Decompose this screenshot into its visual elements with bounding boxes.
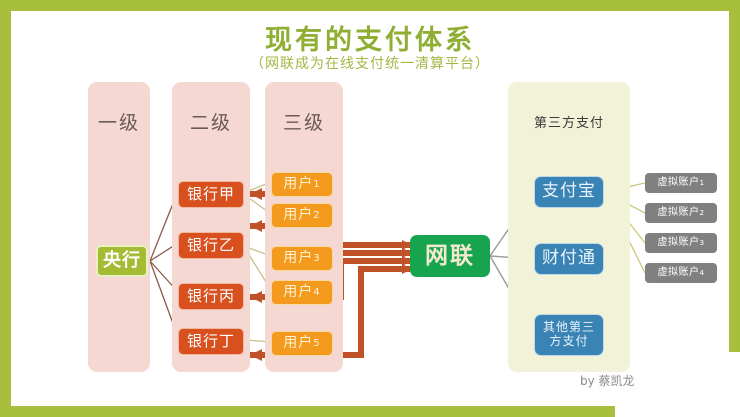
node-virtual-account-4-label: 虚拟账户 bbox=[657, 267, 700, 279]
node-alipay[interactable]: 支付宝 bbox=[534, 176, 604, 208]
node-bank-yi[interactable]: 银行乙 bbox=[178, 232, 244, 259]
node-other-third-party-label: 其他第三方支付 bbox=[542, 320, 595, 348]
node-virtual-account-2-index: 2 bbox=[699, 207, 705, 217]
node-central-bank-label: 央行 bbox=[103, 249, 141, 271]
node-bank-ding[interactable]: 银行丁 bbox=[178, 328, 244, 355]
node-user-4-label: 用户 bbox=[283, 284, 314, 301]
frame-border-right bbox=[729, 0, 740, 352]
node-user-4-index: 4 bbox=[313, 286, 321, 298]
node-user-3-label: 用户 bbox=[283, 250, 314, 267]
node-virtual-account-1-label: 虚拟账户 bbox=[657, 177, 700, 189]
node-user-2-index: 2 bbox=[313, 209, 321, 221]
node-tenpay[interactable]: 财付通 bbox=[534, 243, 604, 275]
tier-panel-2: 二级 bbox=[172, 82, 250, 372]
node-user-1-label: 用户 bbox=[283, 176, 314, 193]
node-bank-jia-label: 银行甲 bbox=[186, 184, 235, 203]
node-virtual-account-4-index: 4 bbox=[699, 267, 705, 277]
frame-border-left bbox=[0, 0, 11, 417]
node-virtual-account-2-label: 虚拟账户 bbox=[657, 207, 700, 219]
node-alipay-label: 支付宝 bbox=[542, 181, 596, 202]
third-party-panel-label: 第三方支付 bbox=[533, 116, 604, 131]
node-wanglian-label: 网联 bbox=[425, 242, 475, 269]
tier-label-2: 二级 bbox=[189, 112, 232, 134]
frame-border-top bbox=[0, 0, 740, 11]
node-bank-bing-label: 银行丙 bbox=[186, 286, 235, 305]
page-subtitle: （网联成为在线支付统一清算平台） bbox=[250, 56, 490, 72]
node-user-2-label: 用户 bbox=[283, 207, 314, 224]
node-wanglian-hub[interactable]: 网联 bbox=[410, 235, 490, 277]
node-bank-jia[interactable]: 银行甲 bbox=[178, 181, 244, 208]
node-virtual-account-3-label: 虚拟账户 bbox=[657, 237, 700, 249]
node-bank-ding-label: 银行丁 bbox=[186, 331, 235, 350]
tier-label-3: 三级 bbox=[282, 112, 325, 134]
frame-border-bottom bbox=[0, 406, 615, 417]
node-bank-yi-label: 银行乙 bbox=[186, 235, 235, 254]
page-title: 现有的支付体系 bbox=[265, 25, 475, 56]
node-tenpay-label: 财付通 bbox=[542, 248, 596, 269]
tier-panel-1: 一级 bbox=[88, 82, 150, 372]
author-byline: by 蔡凯龙 bbox=[580, 374, 635, 388]
node-virtual-account-1-index: 1 bbox=[699, 177, 705, 187]
node-bank-bing[interactable]: 银行丙 bbox=[178, 283, 244, 310]
node-user-1-index: 1 bbox=[313, 178, 321, 190]
node-user-5-label: 用户 bbox=[283, 335, 314, 352]
node-user-5-index: 5 bbox=[313, 337, 321, 349]
node-user-3-index: 3 bbox=[313, 252, 321, 264]
node-other-third-party[interactable]: 其他第三方支付 bbox=[534, 314, 604, 356]
tier-label-1: 一级 bbox=[97, 112, 140, 134]
node-virtual-account-3-index: 3 bbox=[699, 237, 705, 247]
node-central-bank[interactable]: 央行 bbox=[96, 245, 148, 277]
